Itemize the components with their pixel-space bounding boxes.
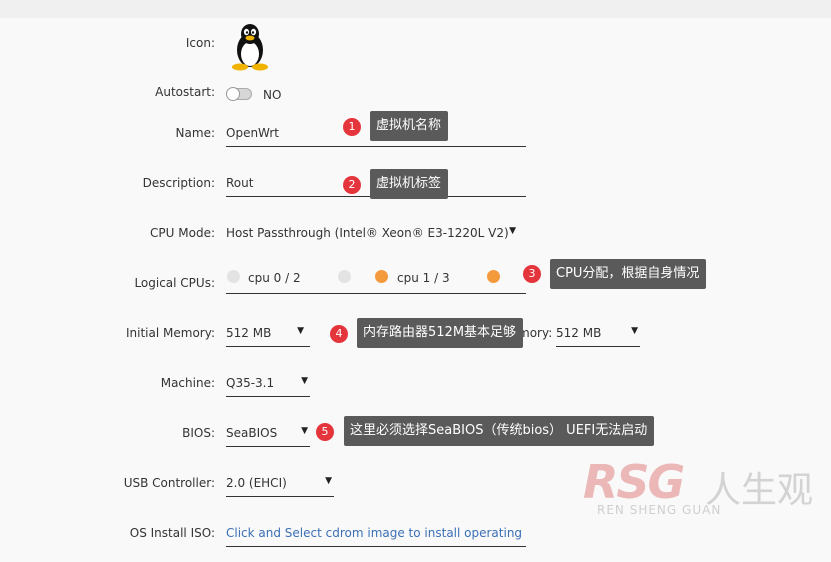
machine-value: Q35-3.1 — [226, 376, 275, 390]
toggle-knob — [226, 87, 240, 101]
cpu1-left-dot[interactable] — [375, 270, 388, 283]
cpu1-right-dot[interactable] — [487, 270, 500, 283]
usb-controller-select[interactable]: 2.0 (EHCI) ▼ — [226, 474, 334, 497]
annotation-4-badge: 4 — [330, 325, 348, 343]
bios-label: BIOS: — [182, 426, 215, 440]
annotation-1-badge: 1 — [343, 118, 361, 136]
cpu-mode-value: Host Passthrough (Intel® Xeon® E3-1220L … — [226, 226, 509, 240]
annotation-4-tooltip: 内存路由器512M基本足够 — [357, 318, 524, 348]
cpu0-left-dot[interactable] — [227, 270, 240, 283]
annotation-5-badge: 5 — [316, 423, 334, 441]
name-value: OpenWrt — [226, 126, 280, 140]
max-memory-label: mory: — [518, 326, 553, 340]
icon-label: Icon: — [185, 36, 215, 50]
name-input[interactable]: OpenWrt — [226, 124, 526, 147]
watermark-rsg: RSG — [583, 455, 685, 509]
initial-memory-select[interactable]: 512 MB ▼ — [226, 324, 310, 347]
max-memory-select[interactable]: 512 MB ▼ — [556, 324, 640, 347]
chevron-down-icon: ▼ — [301, 426, 308, 436]
annotation-1-tooltip: 虚拟机名称 — [370, 111, 449, 141]
bios-select[interactable]: SeaBIOS ▼ — [226, 424, 310, 447]
cpu-mode-select[interactable]: Host Passthrough (Intel® Xeon® E3-1220L … — [226, 224, 516, 246]
cpu-mode-label: CPU Mode: — [150, 226, 215, 240]
annotation-2-badge: 2 — [343, 176, 361, 194]
rsg-watermark-logo: RSG 人生观 REN SHENG GUAN — [575, 455, 831, 525]
max-memory-value: 512 MB — [556, 326, 602, 340]
cpu0-label: cpu 0 / 2 — [248, 271, 301, 285]
machine-label: Machine: — [160, 376, 215, 390]
watermark-pinyin: REN SHENG GUAN — [597, 503, 722, 517]
cpu0-right-dot[interactable] — [338, 270, 351, 283]
linux-tux-icon — [232, 24, 268, 71]
os-install-iso-label: OS Install ISO: — [129, 526, 215, 540]
logical-cpus-group — [226, 268, 526, 294]
machine-select[interactable]: Q35-3.1 ▼ — [226, 374, 310, 397]
chevron-down-icon: ▼ — [509, 226, 516, 236]
annotation-3-tooltip: CPU分配，根据自身情况 — [550, 259, 707, 289]
usb-controller-label: USB Controller: — [123, 476, 215, 490]
description-label: Description: — [142, 176, 215, 190]
usb-controller-value: 2.0 (EHCI) — [226, 476, 287, 490]
description-value: Rout — [226, 176, 254, 190]
annotation-5-tooltip: 这里必须选择SeaBIOS（传统bios） UEFI无法启动 — [344, 416, 655, 446]
name-label: Name: — [175, 126, 215, 140]
initial-memory-label: Initial Memory: — [126, 326, 215, 340]
annotation-3-badge: 3 — [523, 265, 541, 283]
os-install-iso-value: Click and Select cdrom image to install … — [226, 526, 526, 540]
vm-icon[interactable] — [228, 22, 272, 72]
autostart-label: Autostart: — [155, 85, 215, 99]
os-install-iso-input[interactable]: Click and Select cdrom image to install … — [226, 524, 526, 547]
autostart-state: NO — [263, 88, 282, 102]
chevron-down-icon: ▼ — [301, 376, 308, 386]
bios-value: SeaBIOS — [226, 426, 278, 440]
top-bar — [0, 0, 831, 18]
annotation-2-tooltip: 虚拟机标签 — [370, 169, 449, 199]
initial-memory-value: 512 MB — [226, 326, 272, 340]
autostart-toggle[interactable] — [226, 87, 252, 101]
chevron-down-icon: ▼ — [297, 326, 304, 336]
chevron-down-icon: ▼ — [631, 326, 638, 336]
watermark-chinese: 人生观 — [705, 470, 814, 511]
chevron-down-icon: ▼ — [325, 476, 332, 486]
logical-cpus-label: Logical CPUs: — [134, 276, 215, 290]
cpu1-label: cpu 1 / 3 — [397, 271, 450, 285]
